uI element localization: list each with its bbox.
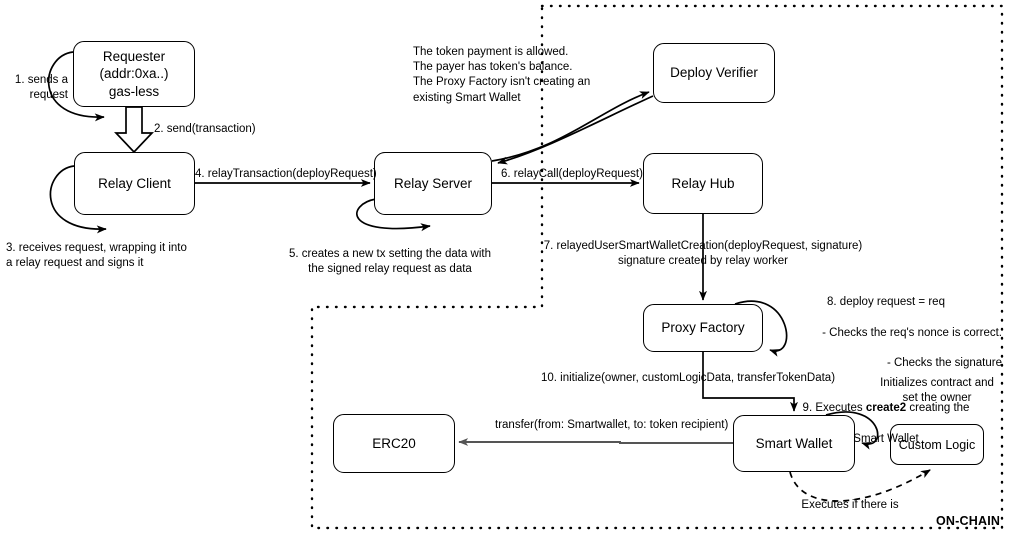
annotation-step-2: 2. send(transaction) bbox=[154, 123, 256, 135]
node-proxy-factory[interactable]: Proxy Factory bbox=[643, 304, 763, 352]
node-requester[interactable]: Requester (addr:0xa..) gas-less bbox=[73, 41, 195, 107]
annotation-step-8-line-2: - Checks the req's nonce is correct. bbox=[822, 326, 1002, 339]
node-relay-client-label: Relay Client bbox=[98, 175, 171, 191]
node-relay-server[interactable]: Relay Server bbox=[374, 152, 492, 215]
annotation-verifier-conditions: The token payment is allowed. The payer … bbox=[413, 46, 591, 104]
node-requester-label: Requester (addr:0xa..) gas-less bbox=[99, 49, 169, 99]
node-deploy-verifier-label: Deploy Verifier bbox=[670, 65, 758, 81]
annotation-step-6: 6. relayCall(deployRequest) bbox=[501, 168, 643, 180]
node-relay-client[interactable]: Relay Client bbox=[74, 152, 195, 215]
arrow-executes-custom-logic bbox=[789, 469, 931, 502]
annotation-step-9-line-2: Smart Wallet bbox=[853, 432, 919, 445]
annotation-step-4: 4. relayTransaction(deployRequest) bbox=[195, 168, 377, 180]
node-relay-hub-label: Relay Hub bbox=[671, 175, 735, 191]
annotation-step-5: 5. creates a new tx setting the data wit… bbox=[288, 248, 491, 276]
on-chain-label: ON-CHAIN bbox=[936, 514, 1001, 528]
annotation-step-3: 3. receives request, wrapping it into a … bbox=[6, 242, 187, 270]
annotation-step-7: 7. relayedUserSmartWalletCreation(deploy… bbox=[543, 240, 863, 268]
arrow-transfer-erc20 bbox=[458, 438, 733, 446]
annotation-initializes-contract: Initializes contract and set the owner bbox=[880, 377, 994, 405]
arrow-verifier-to-server bbox=[497, 95, 654, 165]
node-erc20-label: ERC20 bbox=[372, 435, 416, 451]
annotation-transfer-call: transfer(from: Smartwallet, to: token re… bbox=[495, 419, 729, 431]
annotation-step-1: 1. sends a request bbox=[14, 74, 68, 102]
annotation-step-8-line-3: - Checks the signature bbox=[886, 356, 1002, 369]
arrow-send-transaction bbox=[114, 106, 154, 154]
node-relay-hub[interactable]: Relay Hub bbox=[643, 153, 763, 214]
node-erc20[interactable]: ERC20 bbox=[333, 414, 455, 473]
annotation-step-10: 10. initialize(owner, customLogicData, t… bbox=[541, 372, 836, 384]
node-relay-server-label: Relay Server bbox=[393, 175, 473, 191]
annotation-executes-if-there-is: Executes if there is bbox=[801, 499, 899, 511]
annotation-step-9-prefix: 9. Executes bbox=[802, 402, 866, 415]
node-proxy-factory-label: Proxy Factory bbox=[661, 320, 745, 336]
annotation-step-8-line-1: 8. deploy request = req bbox=[827, 296, 945, 309]
node-deploy-verifier[interactable]: Deploy Verifier bbox=[653, 43, 775, 103]
